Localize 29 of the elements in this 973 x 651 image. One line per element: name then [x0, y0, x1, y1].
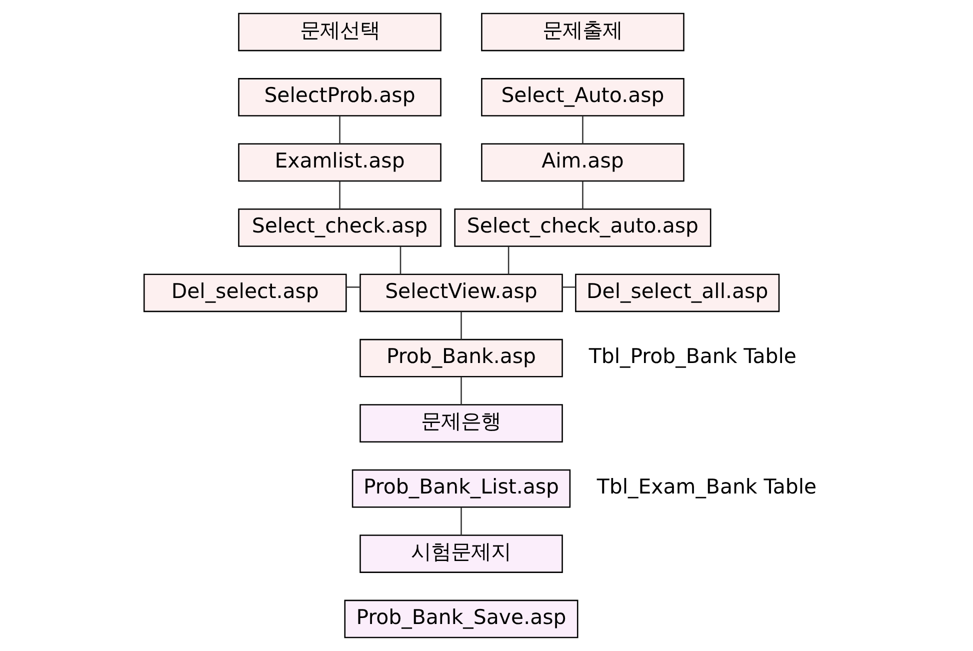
node-box: Prob_Bank_Save.asp: [344, 600, 578, 638]
node-box: SelectProb.asp: [238, 78, 442, 116]
node-box: 문제출제: [481, 12, 684, 52]
connector: [582, 181, 584, 210]
node-box: Select_check.asp: [238, 208, 442, 247]
node-box: 시험문제지: [360, 534, 563, 573]
connector: [562, 286, 576, 288]
node-box: Select_Auto.asp: [481, 78, 684, 116]
connector: [508, 246, 510, 274]
node-box: Del_select.asp: [143, 274, 347, 312]
node-box: Prob_Bank_List.asp: [352, 469, 571, 508]
connector: [346, 286, 360, 288]
connector: [582, 116, 584, 144]
node-label: Tbl_Exam_Bank Table: [596, 474, 817, 498]
connector: [339, 181, 340, 210]
node-label: Tbl_Prob_Bank Table: [588, 344, 797, 368]
node-box: Examlist.asp: [238, 143, 442, 182]
connector: [339, 116, 340, 144]
connector: [460, 376, 462, 405]
node-box: Select_check_auto.asp: [454, 208, 712, 247]
node-box: Prob_Bank.asp: [360, 338, 563, 378]
connector: [400, 246, 402, 274]
node-box: Del_select_all.asp: [575, 274, 780, 312]
node-box: 문제은행: [360, 404, 563, 442]
connector: [460, 312, 462, 340]
node-box: Aim.asp: [481, 143, 684, 182]
connector: [460, 507, 462, 536]
node-box: SelectView.asp: [360, 274, 563, 312]
node-box: 문제선택: [238, 12, 442, 52]
